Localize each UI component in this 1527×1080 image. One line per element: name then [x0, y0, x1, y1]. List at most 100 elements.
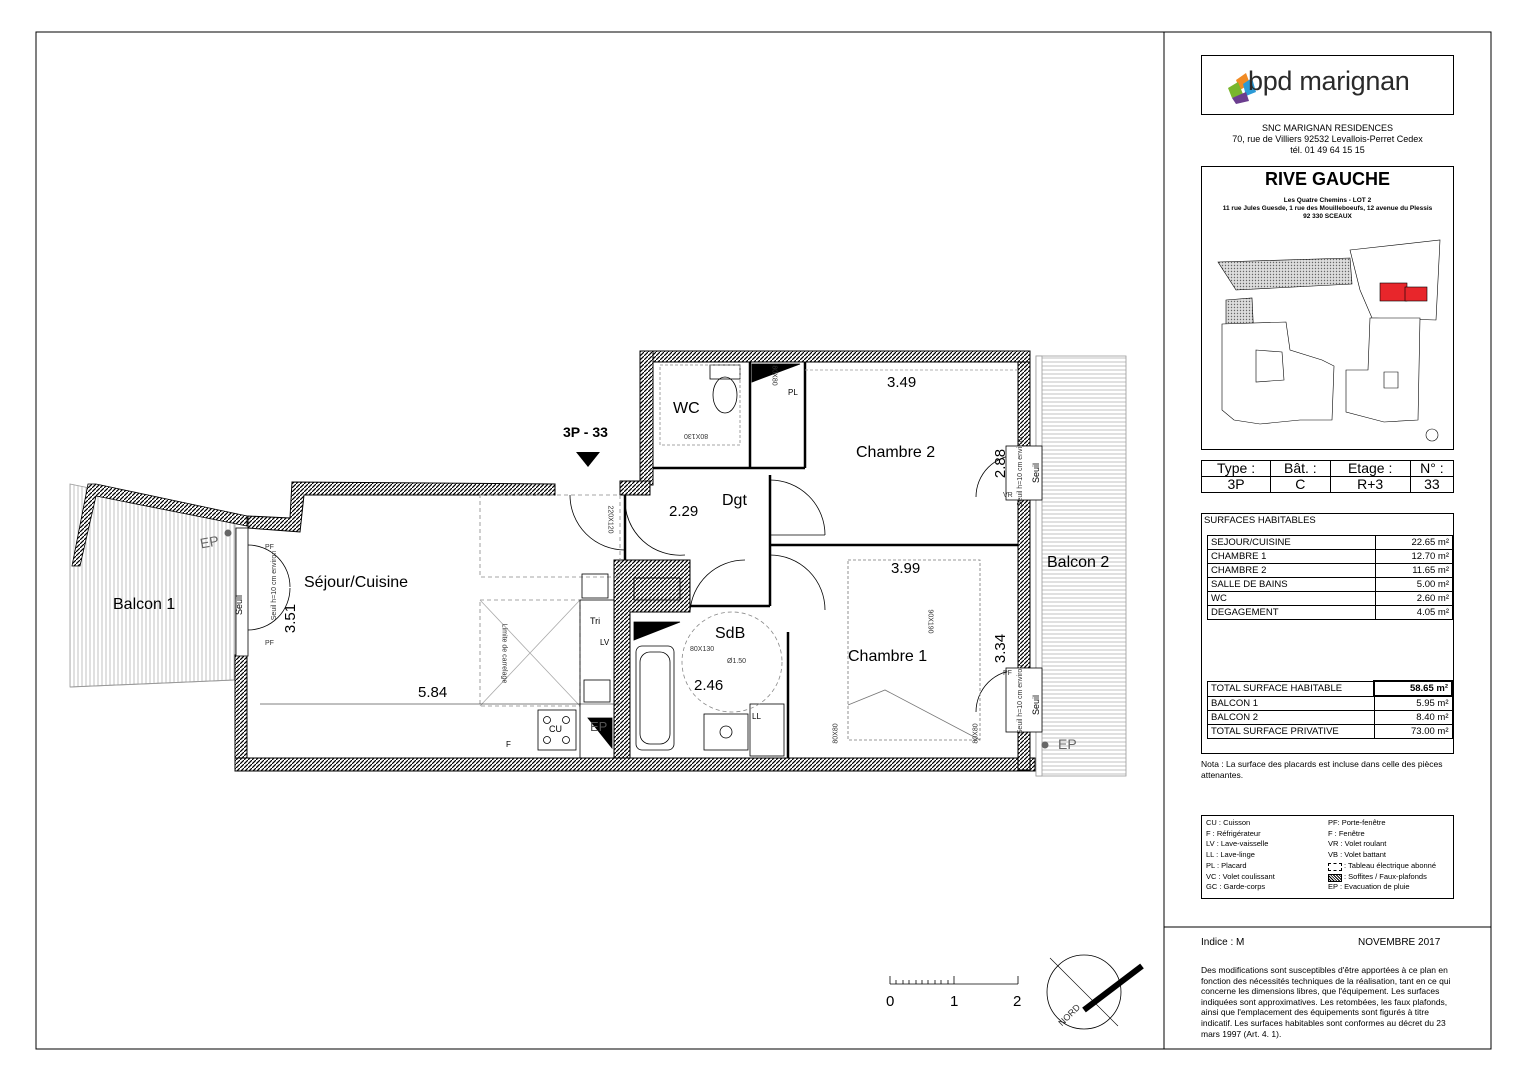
room-dgt: Dgt — [722, 492, 747, 509]
label-80x80-b: 80X80 — [972, 723, 980, 744]
soffites-icon — [1328, 873, 1342, 882]
seuil-note-2: Seuil h=10 cm environ — [1017, 436, 1025, 507]
disclaimer-text: Des modifications sont susceptibles d'êt… — [1201, 965, 1451, 1039]
nota-text: Nota : La surface des placards est inclu… — [1201, 759, 1443, 780]
pf-label-2: PF — [265, 544, 274, 551]
label-90x190: 90X190 — [926, 609, 934, 634]
exterior-walls — [234, 350, 1036, 772]
ep-label-2: EP — [1058, 736, 1077, 752]
dim-chambre-1-length: 3.99 — [891, 560, 921, 577]
seuil-label-3: Seuil — [1031, 694, 1042, 716]
label-80x130-sdb: 80X130 — [690, 646, 715, 653]
north-compass-icon — [1046, 954, 1144, 1030]
window-sills — [235, 445, 1043, 733]
room-balcon-1: Balcon 1 — [113, 596, 176, 613]
logo-mark-icon — [1228, 73, 1256, 104]
dim-sejour-width: 3.51 — [282, 603, 300, 634]
apartment-label: 3P - 33 — [563, 424, 608, 440]
label-tri: Tri — [590, 616, 601, 626]
dim-sdb: 2.46 — [694, 677, 724, 694]
site-map — [1217, 239, 1441, 442]
indice-label: Indice : M — [1201, 937, 1245, 948]
dim-chambre-2-width: 2.88 — [992, 448, 1010, 479]
dim-dgt: 2.29 — [669, 503, 699, 520]
fixtures — [260, 363, 1018, 759]
dim-chambre-1-width: 3.34 — [992, 633, 1010, 664]
label-lv: LV — [600, 638, 610, 647]
room-wc: WC — [673, 400, 700, 417]
info-value-etage: R+3 — [1329, 476, 1411, 493]
balcon-1 — [69, 483, 248, 688]
label-pl: PL — [788, 388, 798, 397]
info-value-num: 33 — [1409, 476, 1455, 493]
apartment-info-table: Type : Bât. : Etage : N° : 3P C R+3 33 — [1200, 460, 1455, 493]
seuil-label-2: Seuil — [1031, 462, 1042, 484]
vr-label-1: VR — [1003, 492, 1013, 499]
date-label: NOVEMBRE 2017 — [1358, 937, 1441, 948]
company-name: SNC MARIGNAN RESIDENCES — [1261, 123, 1394, 133]
label-80x130-wc: 80X130 — [684, 432, 709, 439]
seuil-note-3: Seuil h=10 cm environ — [1017, 664, 1025, 735]
ep-drain-1 — [224, 529, 232, 537]
company-phone: tél. 01 49 64 15 15 — [1290, 145, 1365, 155]
legend-box — [1201, 815, 1454, 899]
scale-label-0: 0 — [886, 993, 895, 1010]
room-sejour-cuisine: Séjour/Cuisine — [304, 574, 409, 591]
project-title: RIVE GAUCHE — [1264, 169, 1390, 189]
pf-label-3: PF — [1003, 670, 1012, 677]
doors — [247, 454, 1019, 713]
company-address: 70, rue de Villiers 92532 Levallois-Perr… — [1232, 134, 1423, 144]
surfaces-title: SURFACES HABITABLES — [1204, 515, 1316, 526]
company-logo-text: bpd marignan — [1248, 66, 1410, 96]
tableau-electrique-icon — [1328, 862, 1342, 871]
ep-drain-2 — [1041, 741, 1049, 749]
scale-label-1: 1 — [950, 993, 959, 1010]
room-chambre-1: Chambre 1 — [848, 648, 928, 665]
balcon-2 — [1035, 355, 1127, 777]
label-220x120: 220X120 — [606, 505, 614, 534]
scale-label-2: 2 — [1013, 993, 1022, 1010]
room-balcon-2: Balcon 2 — [1047, 554, 1110, 571]
label-80x80-c: 80X80 — [770, 365, 778, 386]
label-ll: LL — [752, 712, 761, 721]
label-80x80-a: 80X80 — [832, 723, 840, 744]
apartment-pointer-icon — [576, 452, 600, 467]
sheet-border — [35, 31, 1492, 1050]
label-cu: CU — [549, 724, 562, 734]
project-box — [1201, 166, 1454, 450]
info-header-bat: Bât. : — [1270, 460, 1331, 477]
ep-label-1: EP — [198, 532, 220, 552]
dim-chambre-2-length: 3.49 — [887, 374, 917, 391]
scale-bar — [889, 976, 1019, 985]
seuil-label-1: Seuil — [234, 594, 245, 616]
room-sdb: SdB — [715, 625, 746, 642]
room-chambre-2: Chambre 2 — [856, 444, 936, 461]
label-diam-150: Ø1.50 — [727, 658, 747, 665]
seuil-note-1: Seuil h=10 cm environ — [271, 550, 279, 621]
logo-box — [1201, 55, 1454, 115]
project-line-2: 11 rue Jules Guesde, 1 rue des Mouillebo… — [1222, 205, 1433, 212]
info-header-etage: Etage : — [1329, 460, 1411, 477]
info-header-type: Type : — [1200, 460, 1272, 477]
project-line-3: 92 330 SCEAUX — [1303, 213, 1352, 220]
label-f: F — [506, 740, 511, 749]
ep-label-3: EP — [590, 719, 608, 734]
surfaces-box — [1201, 513, 1454, 754]
project-line-1: Les Quatre Chemins - LOT 2 — [1283, 197, 1372, 204]
info-value-bat: C — [1270, 476, 1331, 493]
